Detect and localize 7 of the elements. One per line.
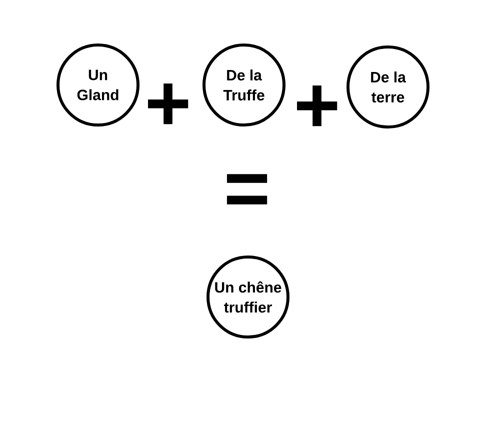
circle-node: De la Truffe xyxy=(202,44,286,126)
plus-sign: + xyxy=(297,86,338,126)
circle-node: De la terre xyxy=(346,46,430,128)
plus-sign: + xyxy=(148,84,188,124)
circle-node: Un chêne truffier xyxy=(206,256,290,338)
equals-sign: = xyxy=(226,174,268,204)
circle-node: Un Gland xyxy=(56,44,140,126)
